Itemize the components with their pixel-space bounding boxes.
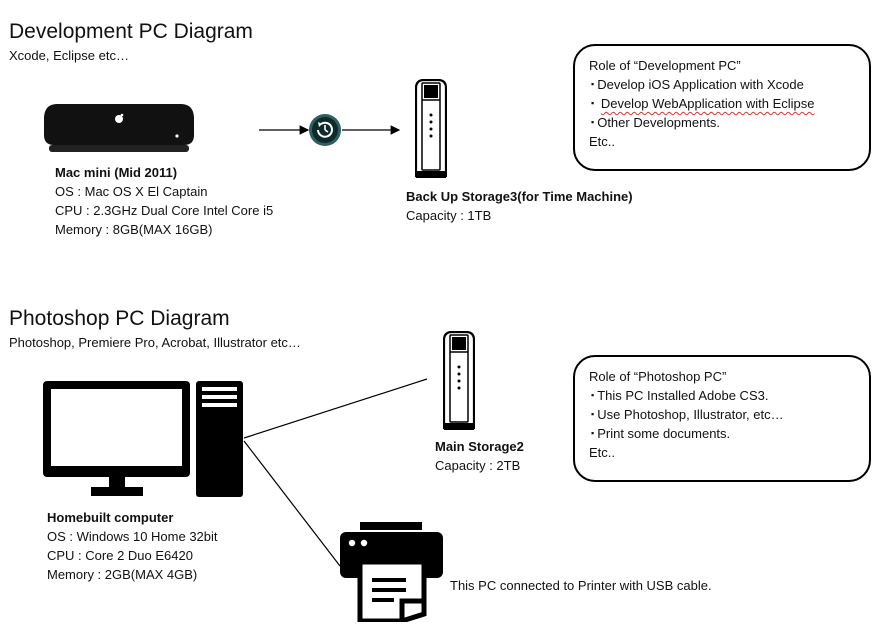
photo-role-item: Use Photoshop, Illustrator, etc… <box>589 405 855 424</box>
photo-role-heading: Role of “Photoshop PC” <box>589 369 727 384</box>
tower-pc-icon <box>196 381 243 497</box>
homebuilt-name: Homebuilt computer <box>47 510 174 525</box>
time-machine-icon <box>309 114 341 146</box>
main-storage-capacity: Capacity : 2TB <box>435 458 521 473</box>
dev-role-item: Develop iOS Application with Xcode <box>589 75 855 94</box>
mac-mini-cpu: CPU : 2.3GHz Dual Core Intel Core i5 <box>55 203 274 218</box>
mac-mini-name: Mac mini (Mid 2011) <box>55 165 178 180</box>
photo-title: Photoshop PC Diagram <box>9 307 230 330</box>
dev-subtitle: Xcode, Eclipse etc… <box>9 48 129 63</box>
dev-role-item: Develop WebApplication with Eclipse <box>589 94 855 113</box>
homebuilt-cpu: CPU : Core 2 Duo E6420 <box>47 548 193 563</box>
homebuilt-os: OS : Windows 10 Home 32bit <box>47 529 218 544</box>
photo-role-footer: Etc.. <box>589 445 616 460</box>
backup-storage-capacity: Capacity : 1TB <box>406 208 492 223</box>
line-pc-to-storage <box>243 378 428 439</box>
backup-storage-name: Back Up Storage3(for Time Machine) <box>406 189 633 204</box>
monitor-icon <box>43 381 190 496</box>
dev-role-item: Other Developments. <box>589 113 855 132</box>
mac-mini-os: OS : Mac OS X El Captain <box>55 184 208 199</box>
main-storage-specs: Main Storage2 Capacity : 2TB <box>435 437 524 475</box>
homebuilt-memory: Memory : 2GB(MAX 4GB) <box>47 567 198 582</box>
backup-storage-specs: Back Up Storage3(for Time Machine) Capac… <box>406 187 633 225</box>
mac-mini-icon <box>44 104 194 152</box>
dev-role-heading: Role of “Development PC” <box>589 58 741 73</box>
main-storage-name: Main Storage2 <box>435 439 524 454</box>
photo-role-callout: Role of “Photoshop PC” This PC Installed… <box>573 355 871 482</box>
printer-note: This PC connected to Printer with USB ca… <box>450 578 712 593</box>
dev-role-footer: Etc.. <box>589 134 616 149</box>
line-pc-to-printer <box>243 440 341 567</box>
photo-role-item: This PC Installed Adobe CS3. <box>589 386 855 405</box>
dev-role-item-text: Develop WebApplication with Eclipse <box>600 96 815 111</box>
homebuilt-specs: Homebuilt computer OS : Windows 10 Home … <box>47 508 218 584</box>
photo-subtitle: Photoshop, Premiere Pro, Acrobat, Illust… <box>9 335 301 350</box>
printer-icon <box>340 522 443 622</box>
backup-storage-icon <box>415 79 447 178</box>
mac-mini-memory: Memory : 8GB(MAX 16GB) <box>55 222 213 237</box>
photo-role-item: Print some documents. <box>589 424 855 443</box>
main-storage-icon <box>443 331 475 430</box>
dev-role-callout: Role of “Development PC” Develop iOS App… <box>573 44 871 171</box>
dev-title: Development PC Diagram <box>9 20 253 43</box>
mac-mini-specs: Mac mini (Mid 2011) OS : Mac OS X El Cap… <box>55 163 273 239</box>
